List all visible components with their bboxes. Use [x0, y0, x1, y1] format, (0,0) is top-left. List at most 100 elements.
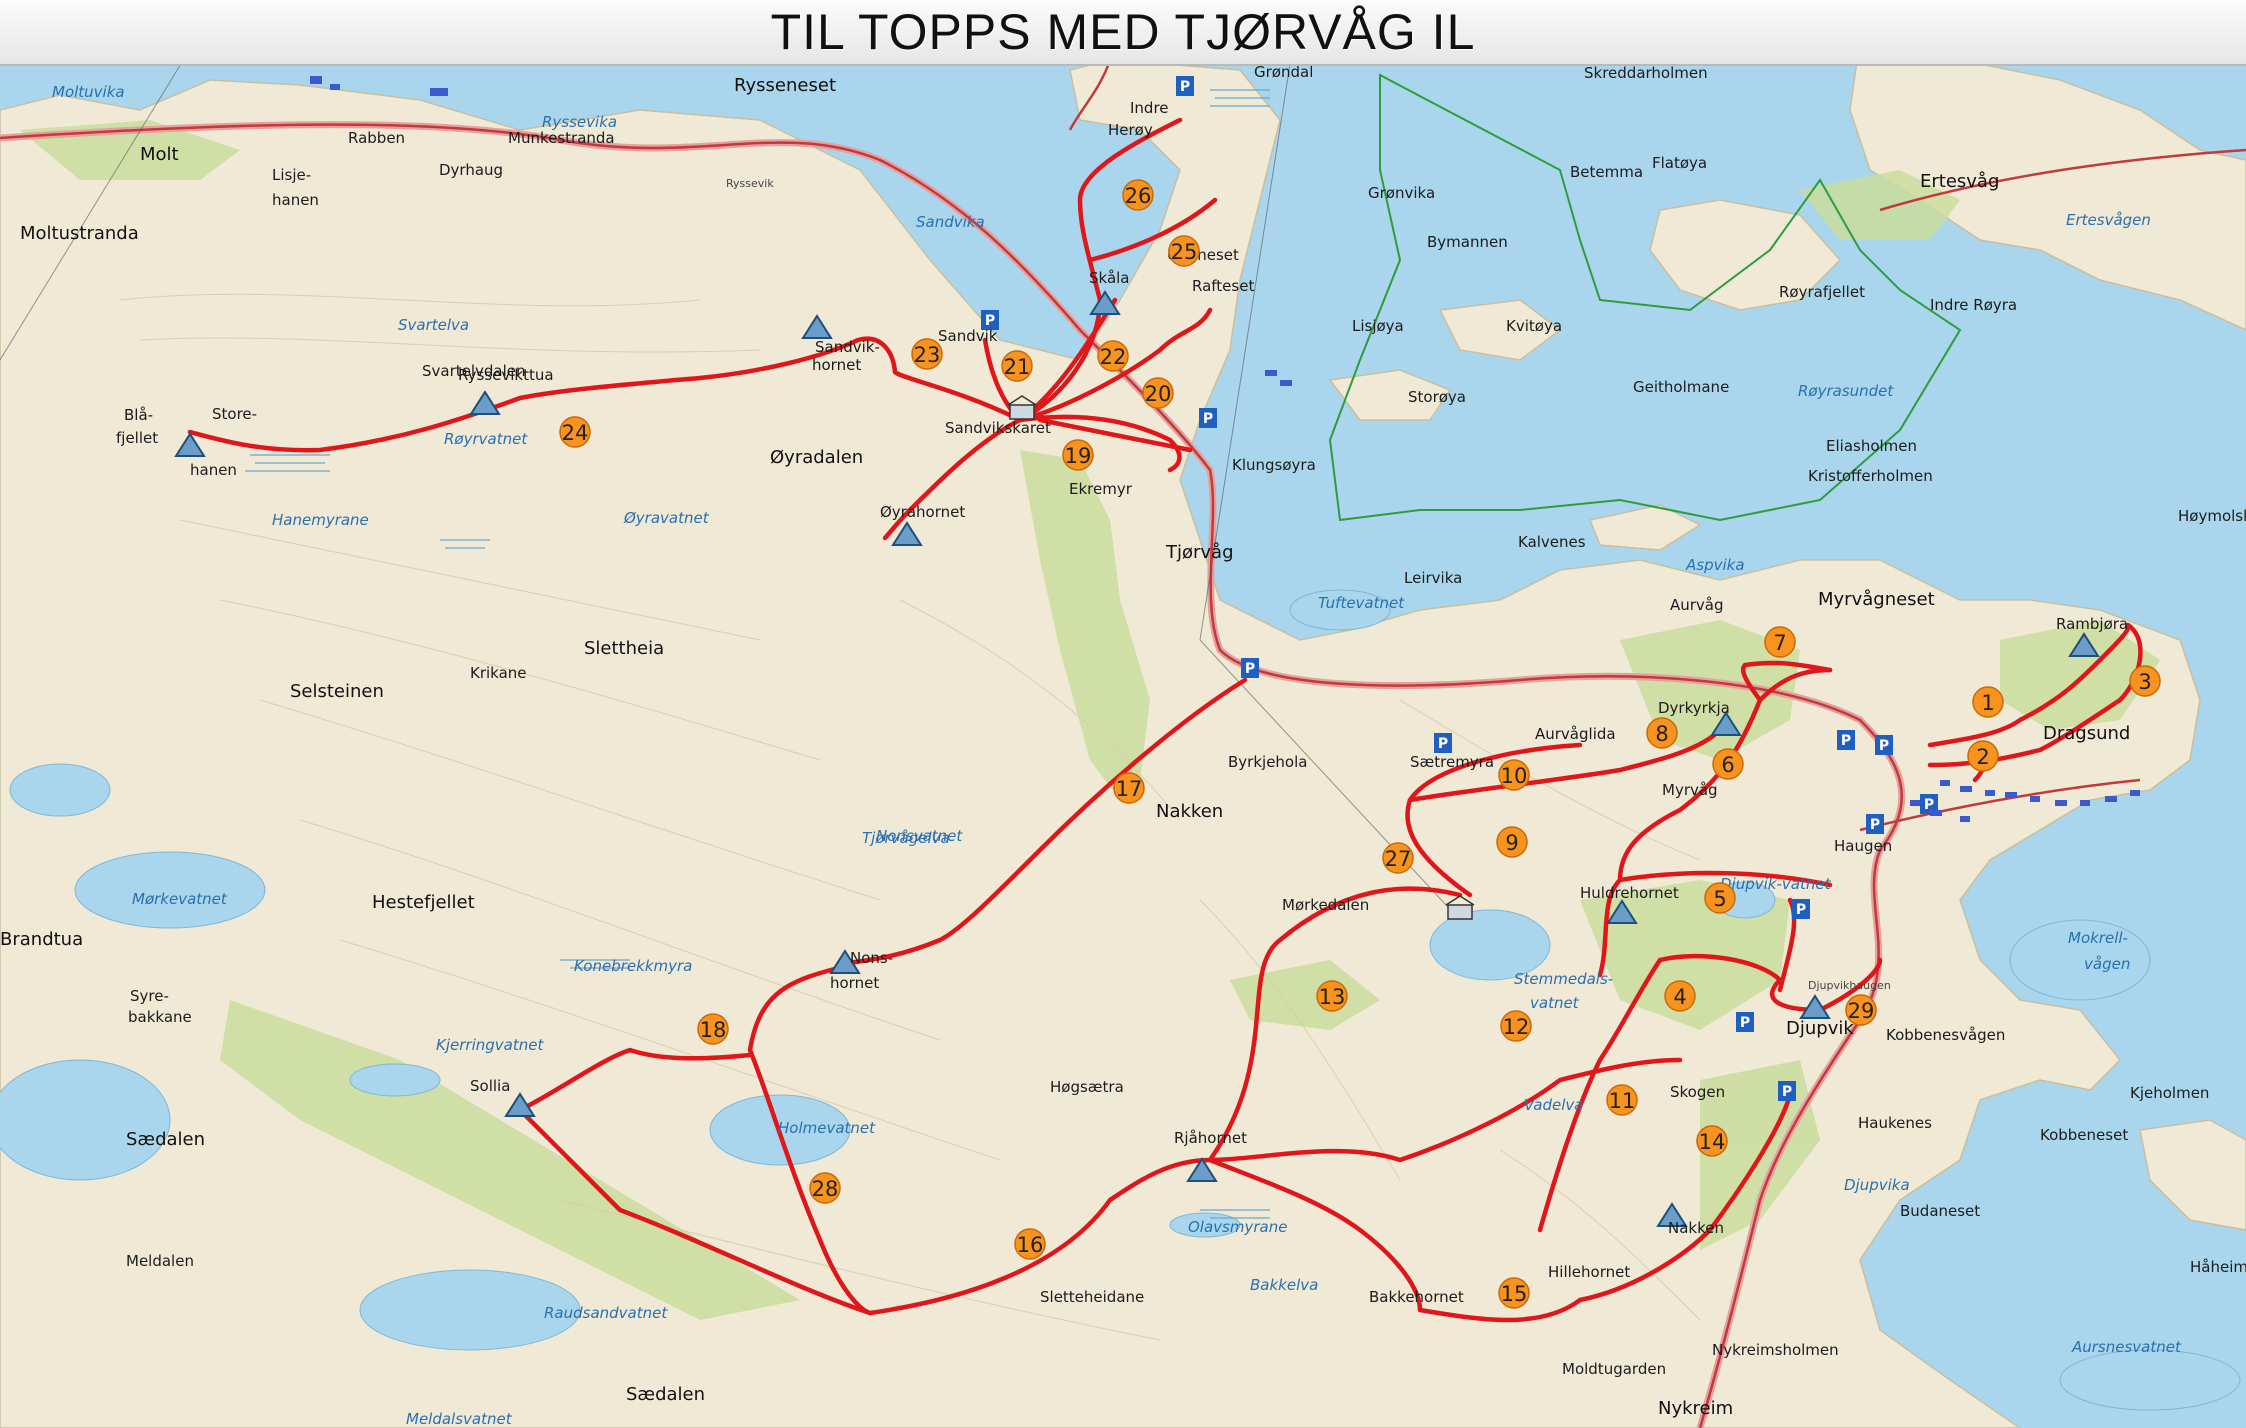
place-label: Svartelvdalen: [422, 362, 526, 380]
route-marker-circle: [911, 338, 943, 370]
place-label: Lisjøya: [1352, 317, 1404, 335]
route-marker-number: 17: [1116, 777, 1143, 801]
route-marker-circle: [1606, 1084, 1638, 1116]
water-label: Øyravatnet: [623, 509, 710, 527]
place-label: Kobbeneset: [2040, 1126, 2128, 1144]
route-marker-number: 1: [1981, 691, 1994, 715]
route-marker-21[interactable]: 21: [1001, 350, 1033, 382]
place-label: Nykreim: [1658, 1398, 1733, 1419]
lakes: [0, 589, 2241, 1411]
route-marker-10[interactable]: 10: [1498, 759, 1530, 791]
parking-icon: P: [1434, 733, 1452, 753]
route-marker-2[interactable]: 2: [1967, 740, 1999, 772]
route-marker-22[interactable]: 22: [1097, 340, 1129, 372]
place-label: Røyrafjellet: [1779, 283, 1865, 301]
route-marker-26[interactable]: 26: [1122, 179, 1154, 211]
route-marker-5[interactable]: 5: [1704, 882, 1736, 914]
place-label: Skreddarholmen: [1584, 64, 1708, 82]
place-label: Bymannen: [1427, 233, 1508, 251]
summit-label: Sollia: [470, 1077, 510, 1095]
route-marker-29[interactable]: 29: [1845, 994, 1877, 1026]
route-marker-number: 5: [1713, 887, 1726, 911]
wetlands: [245, 89, 1270, 1219]
route-marker-25[interactable]: 25: [1168, 235, 1200, 267]
route-marker-circle: [1664, 980, 1696, 1012]
route-marker-17[interactable]: 17: [1113, 772, 1145, 804]
water-labels: MoltuvikaRyssevikaSandvikaSløkevatnetErt…: [52, 36, 2182, 1428]
summit-triangle-icon: [1186, 1157, 1218, 1182]
summit-label: Bakkehornet: [1369, 1288, 1464, 1306]
summit-label: Huldrehornet: [1580, 884, 1679, 902]
route-marker-circle: [1382, 842, 1414, 874]
route-marker-6[interactable]: 6: [1712, 748, 1744, 780]
route-marker-19[interactable]: 19: [1062, 439, 1094, 471]
route-marker-circle: [809, 1172, 841, 1204]
place-label: Moltustranda: [20, 223, 139, 244]
place-label: Indre: [1130, 99, 1169, 117]
place-label: Lisje-: [272, 166, 311, 184]
water-label: Djupvika: [1844, 1176, 1910, 1194]
route-marker-circle: [1142, 377, 1174, 409]
route-marker-9[interactable]: 9: [1496, 826, 1528, 858]
route-marker-3[interactable]: 3: [2129, 665, 2161, 697]
route-marker-15[interactable]: 15: [1498, 1277, 1530, 1309]
water-label: Holmevatnet: [778, 1119, 876, 1137]
route-marker-number: 10: [1501, 764, 1528, 788]
route-marker-circle: [1316, 980, 1348, 1012]
route-marker-12[interactable]: 12: [1500, 1010, 1532, 1042]
water-label: vågen: [2084, 955, 2130, 973]
summit-label: Hillehornet: [1548, 1263, 1630, 1281]
water-label: Svartelva: [398, 316, 469, 334]
place-label: Aurvåglida: [1535, 725, 1616, 743]
place-label: Slettheia: [584, 638, 664, 659]
route-marker-28[interactable]: 28: [809, 1172, 841, 1204]
route-marker-14[interactable]: 14: [1696, 1125, 1728, 1157]
route-marker-16[interactable]: 16: [1014, 1228, 1046, 1260]
route-marker-8[interactable]: 8: [1646, 717, 1678, 749]
route-marker-number: 4: [1673, 985, 1686, 1009]
water-label: Stemmedals-: [1514, 970, 1613, 988]
place-label: Sætremyra: [1410, 753, 1494, 771]
summit-triangle-icon: [504, 1092, 536, 1117]
place-label: Rabben: [348, 129, 405, 147]
place-label: Grøndal: [1254, 63, 1313, 81]
svg-text:P: P: [1245, 661, 1255, 677]
route-marker-18[interactable]: 18: [697, 1013, 729, 1045]
summit-triangle-icon: [469, 390, 501, 415]
route-marker-7[interactable]: 7: [1764, 626, 1796, 658]
route-marker-circle: [1646, 717, 1678, 749]
route-marker-number: 27: [1385, 847, 1412, 871]
route-marker-27[interactable]: 27: [1382, 842, 1414, 874]
place-label: Ertesvåg: [1920, 171, 1999, 192]
hiking-routes: [187, 117, 2143, 1323]
route-marker-20[interactable]: 20: [1142, 377, 1174, 409]
place-label: Storøya: [1408, 388, 1466, 406]
route-marker-11[interactable]: 11: [1606, 1084, 1638, 1116]
route-marker-4[interactable]: 4: [1664, 980, 1696, 1012]
place-label: Meldalen: [126, 1252, 194, 1270]
route-marker-circle: [1168, 235, 1200, 267]
route-marker-number: 8: [1655, 722, 1668, 746]
place-label: Nykreimsholmen: [1712, 1341, 1839, 1359]
route-marker-number: 23: [914, 343, 941, 367]
place-label: Høymolsk: [2178, 507, 2246, 525]
summit-triangle-icon: [801, 314, 833, 339]
route-marker-23[interactable]: 23: [911, 338, 943, 370]
parking-icon: P: [1199, 408, 1217, 428]
route-marker-1[interactable]: 1: [1972, 686, 2004, 718]
route-marker-circle: [1704, 882, 1736, 914]
water-label: Ryssevika: [542, 113, 617, 131]
route-marker-24[interactable]: 24: [559, 416, 591, 448]
place-label: Sandvik: [938, 327, 998, 345]
route-marker-number: 22: [1100, 345, 1127, 369]
route-marker-circle: [1122, 179, 1154, 211]
svg-text:P: P: [1438, 736, 1448, 752]
parking-icons: P P P P P P P P P P P P: [981, 76, 1938, 1101]
summit-triangle-icon: [1089, 290, 1121, 315]
route-marker-13[interactable]: 13: [1316, 980, 1348, 1012]
route-marker-number: 3: [2138, 670, 2151, 694]
place-label: Leirvika: [1404, 569, 1462, 587]
route-marker-number: 19: [1065, 444, 1092, 468]
